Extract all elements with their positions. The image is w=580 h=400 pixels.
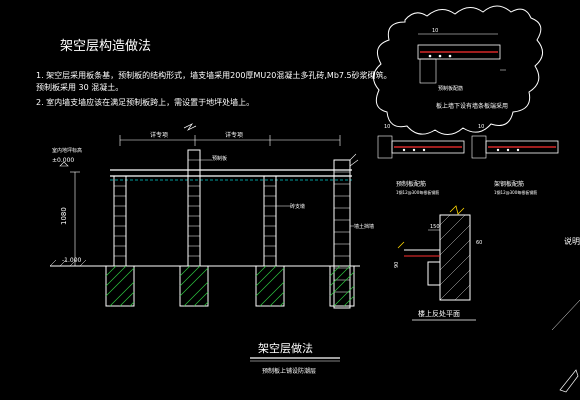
- partial-label: 说明: [564, 236, 580, 246]
- section-subtitle: 预制板上铺设防潮层: [262, 367, 316, 375]
- label-top-left: 室内地坪标高: [52, 147, 82, 154]
- elev-top: ±0.000: [52, 157, 74, 164]
- cloud-caption: 板上墙下设有墙条板端采用: [436, 102, 508, 110]
- foundation-4: [329, 265, 355, 307]
- slab-b-sub: 1钢12@300每根板钢筋: [494, 189, 537, 195]
- label-pier: 砖支墩: [290, 203, 305, 210]
- foundation-1: [105, 265, 135, 307]
- scale-arrow: [551, 299, 580, 393]
- dim-span-b: 详专项: [225, 131, 243, 139]
- pier-3: [263, 175, 277, 267]
- slab-a-dim: 10: [384, 124, 390, 130]
- section-title: 架空层做法: [258, 341, 313, 355]
- edge-dim-90: 90: [394, 262, 400, 268]
- note-line-3: 2. 室内墙支墙应该在满足预制板跨上，需设置于地坪处墙上。: [36, 97, 254, 107]
- note-line-1: 1. 架空层采用板条基，预制板的结构形式，墙支墙采用200厚MU20混凝土多孔砖…: [36, 70, 392, 80]
- elev-bottom: -1.000: [62, 257, 82, 264]
- slab-b-label: 架钢板配筋: [494, 180, 524, 188]
- edge-detail: 150 90 60 楼上反处平面: [394, 205, 482, 321]
- slab-detail-a: 10 预制板配筋 1钢12@300每根板钢筋: [377, 124, 465, 195]
- edge-dim-150: 150: [430, 224, 440, 230]
- note-line-2: 预制板采用 30 混凝土。: [36, 82, 123, 92]
- label-wall: 墙土挡墙: [354, 223, 374, 230]
- slab-detail-b: 10 架钢板配筋 1钢12@300每根板钢筋: [471, 124, 559, 195]
- main-section: 详专项 详专项: [49, 123, 374, 309]
- foundation-3: [255, 265, 285, 307]
- slab-a-sub: 1钢12@300每根板钢筋: [396, 189, 439, 195]
- foundation-2: [179, 265, 209, 307]
- slab-b-dim: 10: [478, 124, 484, 130]
- cloud-detail: 10 预制板配筋 板上墙下设有墙条板端采用: [373, 5, 543, 135]
- drawing-title: 架空层构造做法: [60, 39, 151, 54]
- slab-a-label: 预制板配筋: [396, 180, 426, 188]
- retaining-wall: [333, 153, 359, 309]
- cloud-dim-10: 10: [432, 28, 438, 34]
- dim-1080: 1080: [60, 207, 68, 225]
- label-slab: 预制板: [212, 155, 227, 162]
- cloud-detail-label: 预制板配筋: [438, 85, 463, 92]
- pier-2: [187, 149, 201, 267]
- pier-1: [113, 175, 127, 267]
- edge-dim-60: 60: [476, 240, 482, 246]
- edge-title: 楼上反处平面: [418, 309, 460, 318]
- dim-span-a: 详专项: [150, 131, 168, 139]
